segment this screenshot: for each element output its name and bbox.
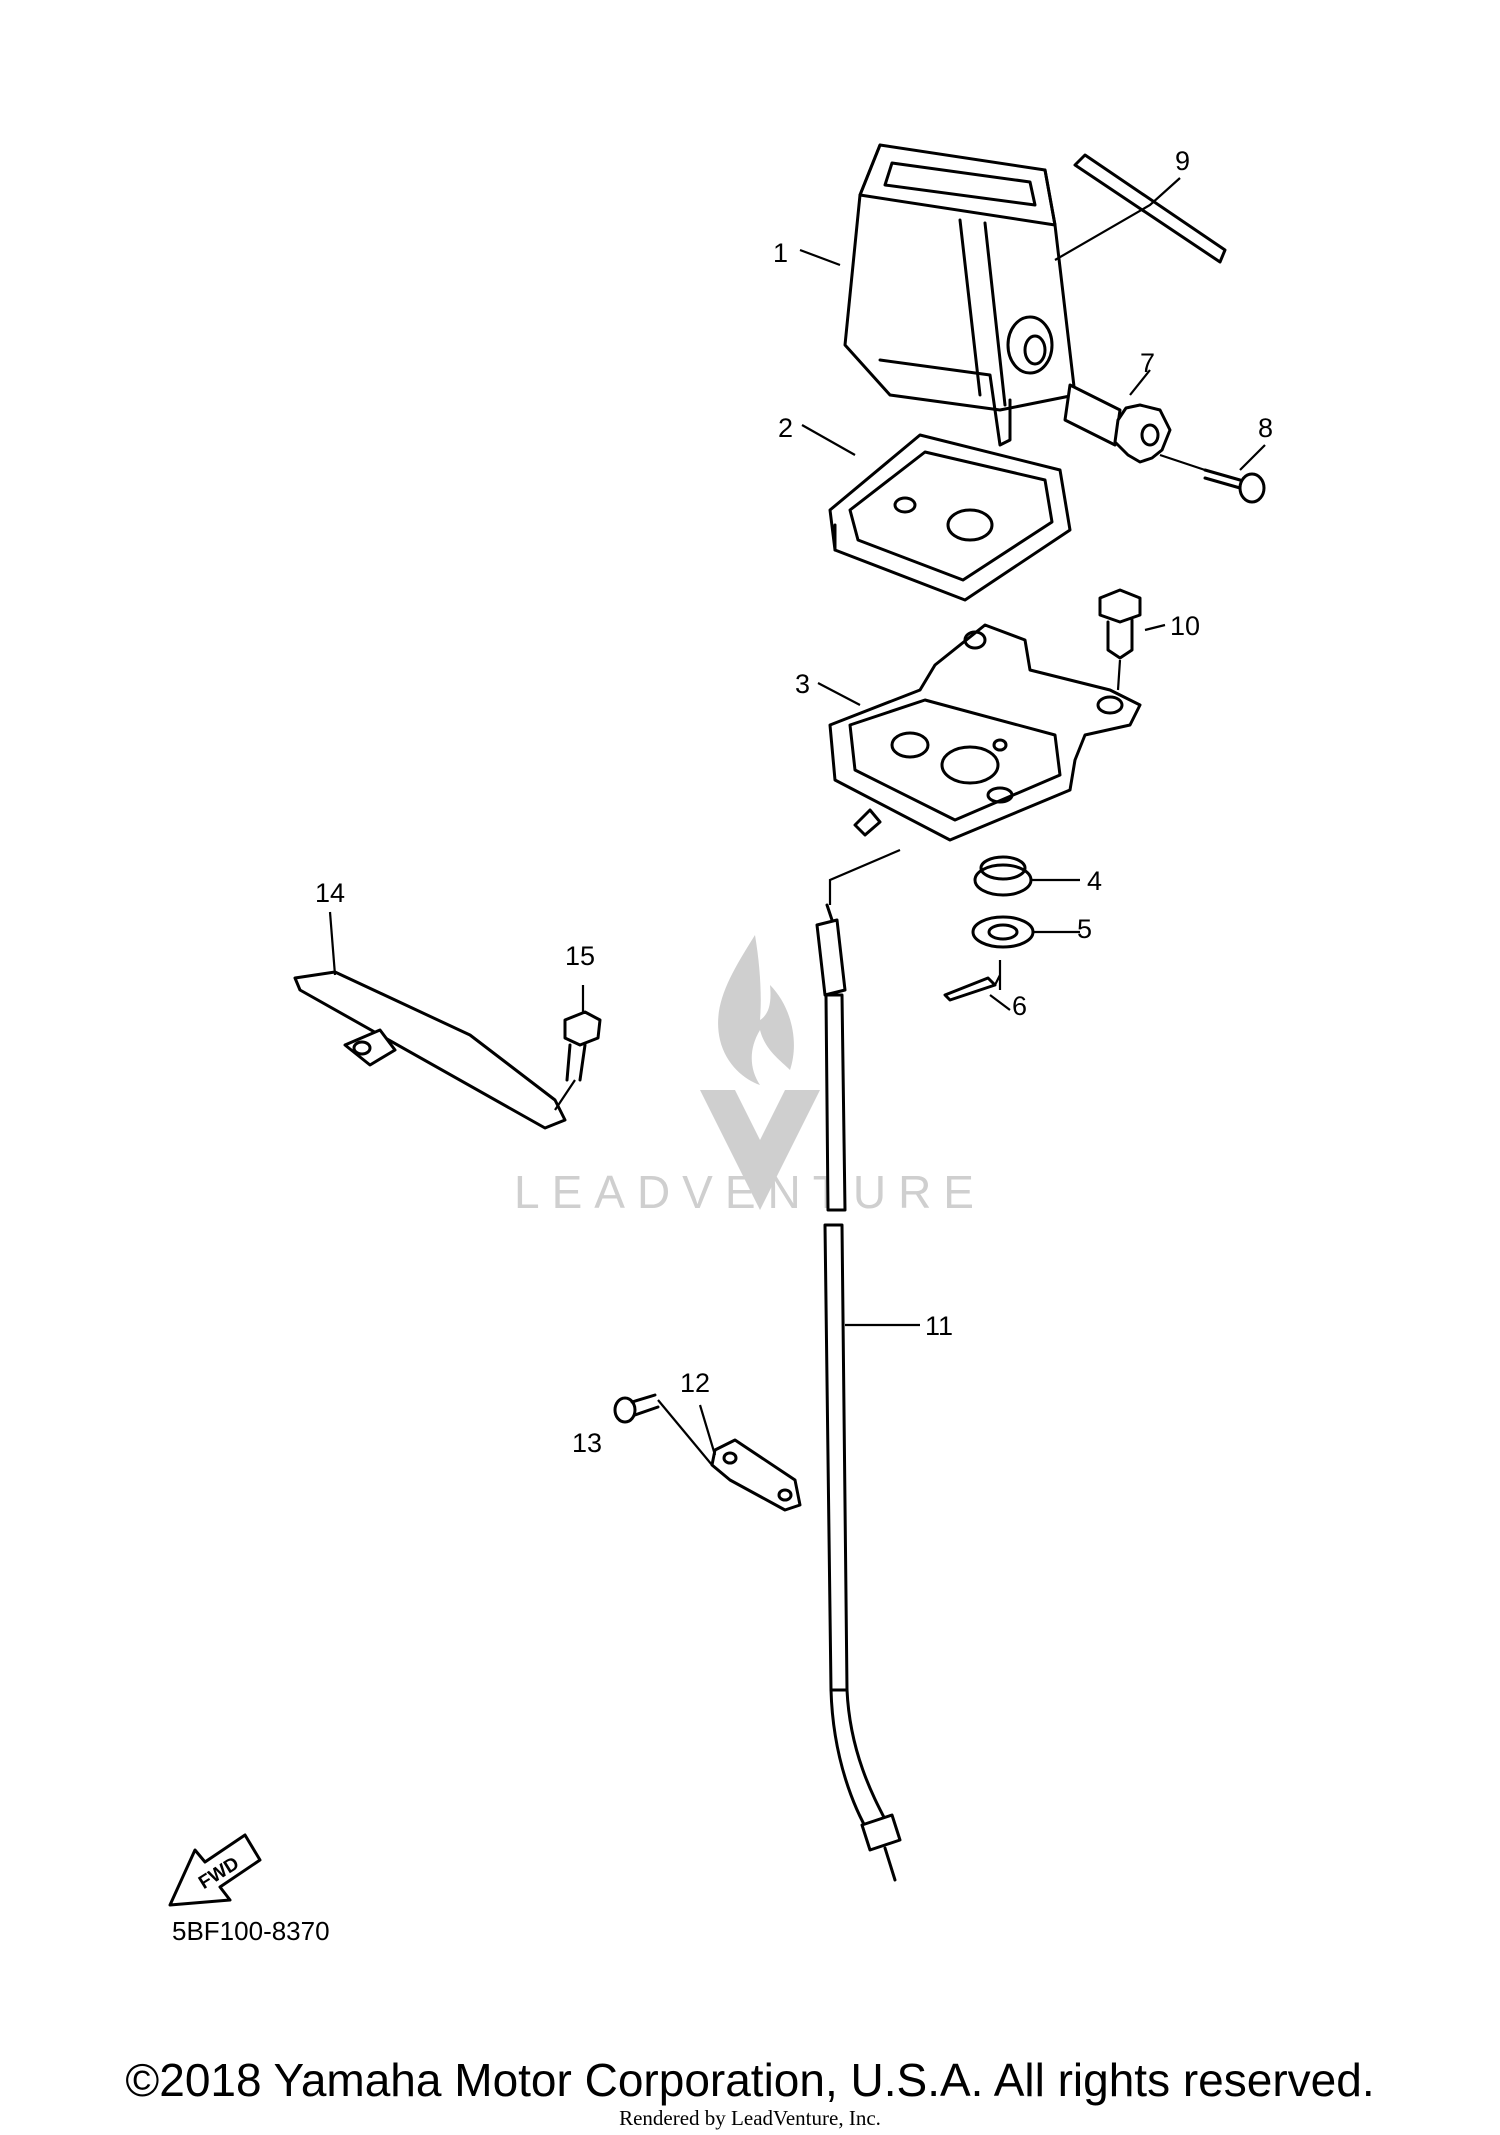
callout-14: 14 [315, 878, 345, 908]
fwd-arrow-icon: FWD [168, 1833, 262, 1907]
callout-6: 6 [1012, 991, 1027, 1021]
leader-15 [554, 985, 585, 1111]
callout-4: 4 [1087, 866, 1102, 896]
watermark-flame-icon [718, 935, 794, 1085]
part-9-strip [1073, 153, 1227, 264]
part-7-gear [1063, 383, 1172, 464]
leader-3 [817, 682, 861, 706]
callout-8: 8 [1258, 413, 1273, 443]
part-3-bracket [828, 623, 1142, 842]
leader-9 [1054, 177, 1181, 261]
callout-numbers: 1 2 3 4 5 6 7 8 9 10 11 12 13 14 15 [315, 146, 1273, 1458]
part-6-cotter-pin [943, 976, 997, 1002]
leader-13 [657, 1399, 713, 1466]
part-1-speedometer [843, 143, 1077, 447]
watermark-v-logo-icon [700, 1090, 820, 1210]
callout-12: 12 [680, 1368, 710, 1398]
copyright-notice: ©2018 Yamaha Motor Corporation, U.S.A. A… [125, 2054, 1375, 2106]
part-8-screw [1203, 468, 1266, 504]
part-10-bolt [1098, 588, 1142, 660]
leader-10 [1116, 623, 1166, 691]
callout-2: 2 [778, 413, 793, 443]
diagram-code: 5BF100-8370 [172, 1916, 330, 1946]
leader-12 [698, 1404, 717, 1456]
part-12-clamp [710, 1438, 802, 1512]
part-11-cable [815, 903, 902, 1882]
callout-5: 5 [1077, 914, 1092, 944]
leader-14 [328, 911, 337, 976]
part-2-damper [828, 433, 1072, 602]
leader-8 [1159, 444, 1266, 472]
leader-lines [328, 177, 1266, 1466]
callout-13: 13 [572, 1428, 602, 1458]
callout-15: 15 [565, 941, 595, 971]
part-5-washer [971, 915, 1035, 949]
leader-1 [799, 248, 841, 267]
rendered-by-credit: Rendered by LeadVenture, Inc. [619, 2106, 881, 2130]
callout-3: 3 [795, 669, 810, 699]
part-14-stay [293, 970, 567, 1130]
leader-7 [1129, 369, 1151, 396]
part-15-bolt [563, 1010, 602, 1082]
leader-3-cable [828, 848, 901, 905]
part-13-bolt [613, 1393, 660, 1424]
leader-6 [989, 960, 1011, 1011]
callout-10: 10 [1170, 611, 1200, 641]
part-4-grommet [973, 855, 1033, 897]
callout-11: 11 [925, 1311, 953, 1341]
leadventure-watermark: LEADVENTURE [514, 935, 986, 1218]
callout-9: 9 [1175, 146, 1190, 176]
leader-2 [801, 424, 856, 456]
callout-1: 1 [773, 238, 788, 268]
callout-7: 7 [1140, 348, 1155, 378]
watermark-text: LEADVENTURE [514, 1166, 986, 1218]
